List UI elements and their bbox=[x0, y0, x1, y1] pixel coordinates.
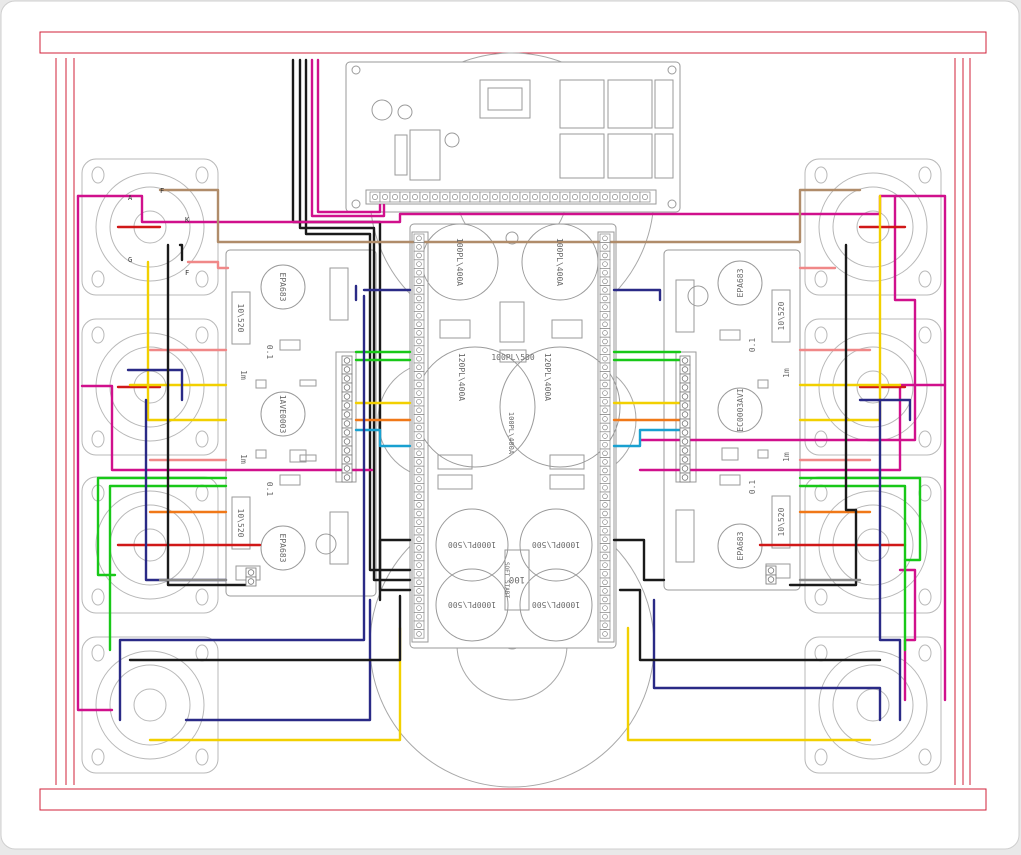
left-val-b: 1m bbox=[239, 370, 248, 380]
wire-navy-psu-right-1 bbox=[612, 288, 662, 302]
wire-tan-top bbox=[158, 188, 862, 244]
pin-label-f2: F bbox=[160, 187, 164, 195]
terminal-strip-left-bottom bbox=[245, 567, 257, 587]
pin-label-k: K bbox=[185, 216, 190, 224]
left-resistor-bot-label: 10\520 bbox=[236, 509, 245, 538]
right-cap-mid-label: EC0003AVI bbox=[736, 388, 745, 432]
power-supply-board bbox=[409, 223, 621, 649]
component-labels: EPA683 1AVE0003 EPA683 10\520 10\520 0.1… bbox=[236, 238, 791, 609]
terminal-strip-right-amp bbox=[679, 355, 691, 483]
left-resistor-top-label: 10\520 bbox=[236, 304, 245, 333]
left-cap-bot-label: EPA683 bbox=[278, 534, 287, 563]
control-board bbox=[345, 61, 681, 213]
tube-socket bbox=[804, 636, 942, 774]
right-val-d: 0.1 bbox=[748, 480, 757, 495]
wiring-harness bbox=[76, 58, 947, 742]
chassis bbox=[39, 31, 987, 811]
right-val-c: 1m bbox=[782, 452, 791, 462]
terminal-strip-control bbox=[369, 191, 651, 203]
wire-navy-bottom-right bbox=[652, 598, 882, 722]
psu-mid-strip: 100PL\400A bbox=[507, 412, 515, 455]
wire-black-left-ground bbox=[166, 243, 248, 587]
tube-socket bbox=[81, 636, 219, 774]
wire-magenta-right-bottom bbox=[898, 568, 917, 702]
right-cap-bot-label: EPA683 bbox=[736, 531, 745, 560]
wire-yellow-left-1 bbox=[146, 260, 228, 422]
wire-magenta-left-rail bbox=[76, 194, 114, 712]
terminal-strips bbox=[245, 191, 777, 639]
wire-navy-left-top bbox=[126, 368, 184, 402]
left-val-a: 0.1 bbox=[265, 345, 274, 360]
wire-navy-bottom-left bbox=[184, 598, 372, 722]
wire-cyan-psu-right bbox=[612, 428, 682, 448]
wire-magenta-heater-top bbox=[76, 194, 947, 702]
wire-black-left-bottom bbox=[128, 594, 402, 662]
pin-label-a: A bbox=[128, 194, 133, 202]
wire-black-right-ground bbox=[788, 243, 858, 587]
amp-board-right bbox=[663, 249, 801, 591]
wire-black-left-stub bbox=[178, 243, 184, 262]
psu-cap-bl-bot: 1000PL\500 bbox=[448, 600, 496, 609]
wire-magenta-left-mid bbox=[80, 384, 374, 472]
wire-magenta-feed-2 bbox=[316, 58, 382, 214]
right-resistor-top-label: 10\520 bbox=[777, 301, 786, 330]
psu-cap-mid-right: 120PL\400A bbox=[543, 353, 552, 401]
wire-black-feed-3 bbox=[304, 58, 412, 572]
amp-board-left bbox=[225, 249, 377, 597]
terminal-strip-psu-right bbox=[599, 233, 611, 639]
wire-cyan-psu-left bbox=[354, 428, 412, 448]
wire-black-psu-right bbox=[612, 538, 666, 582]
right-resistor-bot-label: 10\520 bbox=[777, 507, 786, 536]
psu-cap-top-left: 100PL\400A bbox=[455, 238, 464, 286]
psu-center-res: 100 bbox=[509, 574, 525, 584]
psu-cap-bl-top: 1000PL\500 bbox=[448, 540, 496, 549]
right-cap-top-label: EPA683 bbox=[736, 268, 745, 297]
wire-green-left-2 bbox=[108, 484, 228, 652]
pin-label-g: G bbox=[128, 256, 132, 264]
psu-cap-br-top: 1000PL\500 bbox=[532, 540, 580, 549]
psu-center-note: SOFT START bbox=[503, 562, 510, 599]
left-val-d: 0.1 bbox=[265, 482, 274, 497]
left-val-c: 1m bbox=[239, 454, 248, 464]
wire-black-feed-2 bbox=[298, 58, 412, 582]
wire-navy-right-mid bbox=[878, 398, 902, 722]
left-cap-mid-label: 1AVE0003 bbox=[278, 395, 287, 434]
wire-yellow-bottom-left bbox=[148, 626, 402, 742]
wire-green-right-1 bbox=[798, 476, 922, 562]
socket-pin-labels: A K G F F bbox=[128, 187, 190, 277]
wire-navy-right-top bbox=[858, 398, 912, 422]
left-cap-top-label: EPA683 bbox=[278, 273, 287, 302]
wire-magenta-feed-1 bbox=[310, 58, 386, 218]
psu-cap-mid-left: 120PL\400A bbox=[457, 353, 466, 401]
wire-magenta-right-link bbox=[638, 194, 917, 442]
psu-cap-br-bot: 1000PL\500 bbox=[532, 600, 580, 609]
right-val-a: 0.1 bbox=[748, 338, 757, 353]
wire-navy-psu-left-2 bbox=[118, 294, 366, 722]
psu-bleed-label: 100PL\500 bbox=[491, 353, 535, 362]
wire-black-right-bottom bbox=[618, 588, 882, 662]
wire-green-left-1 bbox=[96, 476, 228, 577]
wire-black-psu-left bbox=[378, 538, 412, 602]
right-val-b: 1m bbox=[782, 368, 791, 378]
psu-cap-top-right: 100PL\400A bbox=[555, 238, 564, 286]
pin-label-f1: F bbox=[185, 269, 189, 277]
wire-green-right-2 bbox=[798, 484, 907, 652]
terminal-strip-left-amp bbox=[341, 355, 353, 483]
terminal-strip-psu-left bbox=[413, 233, 425, 639]
wire-yellow-bottom-right bbox=[626, 626, 872, 742]
chassis-rear-panel bbox=[39, 788, 987, 811]
terminal-strip-right-bottom bbox=[765, 565, 777, 585]
wire-pink-left-top bbox=[186, 260, 230, 270]
